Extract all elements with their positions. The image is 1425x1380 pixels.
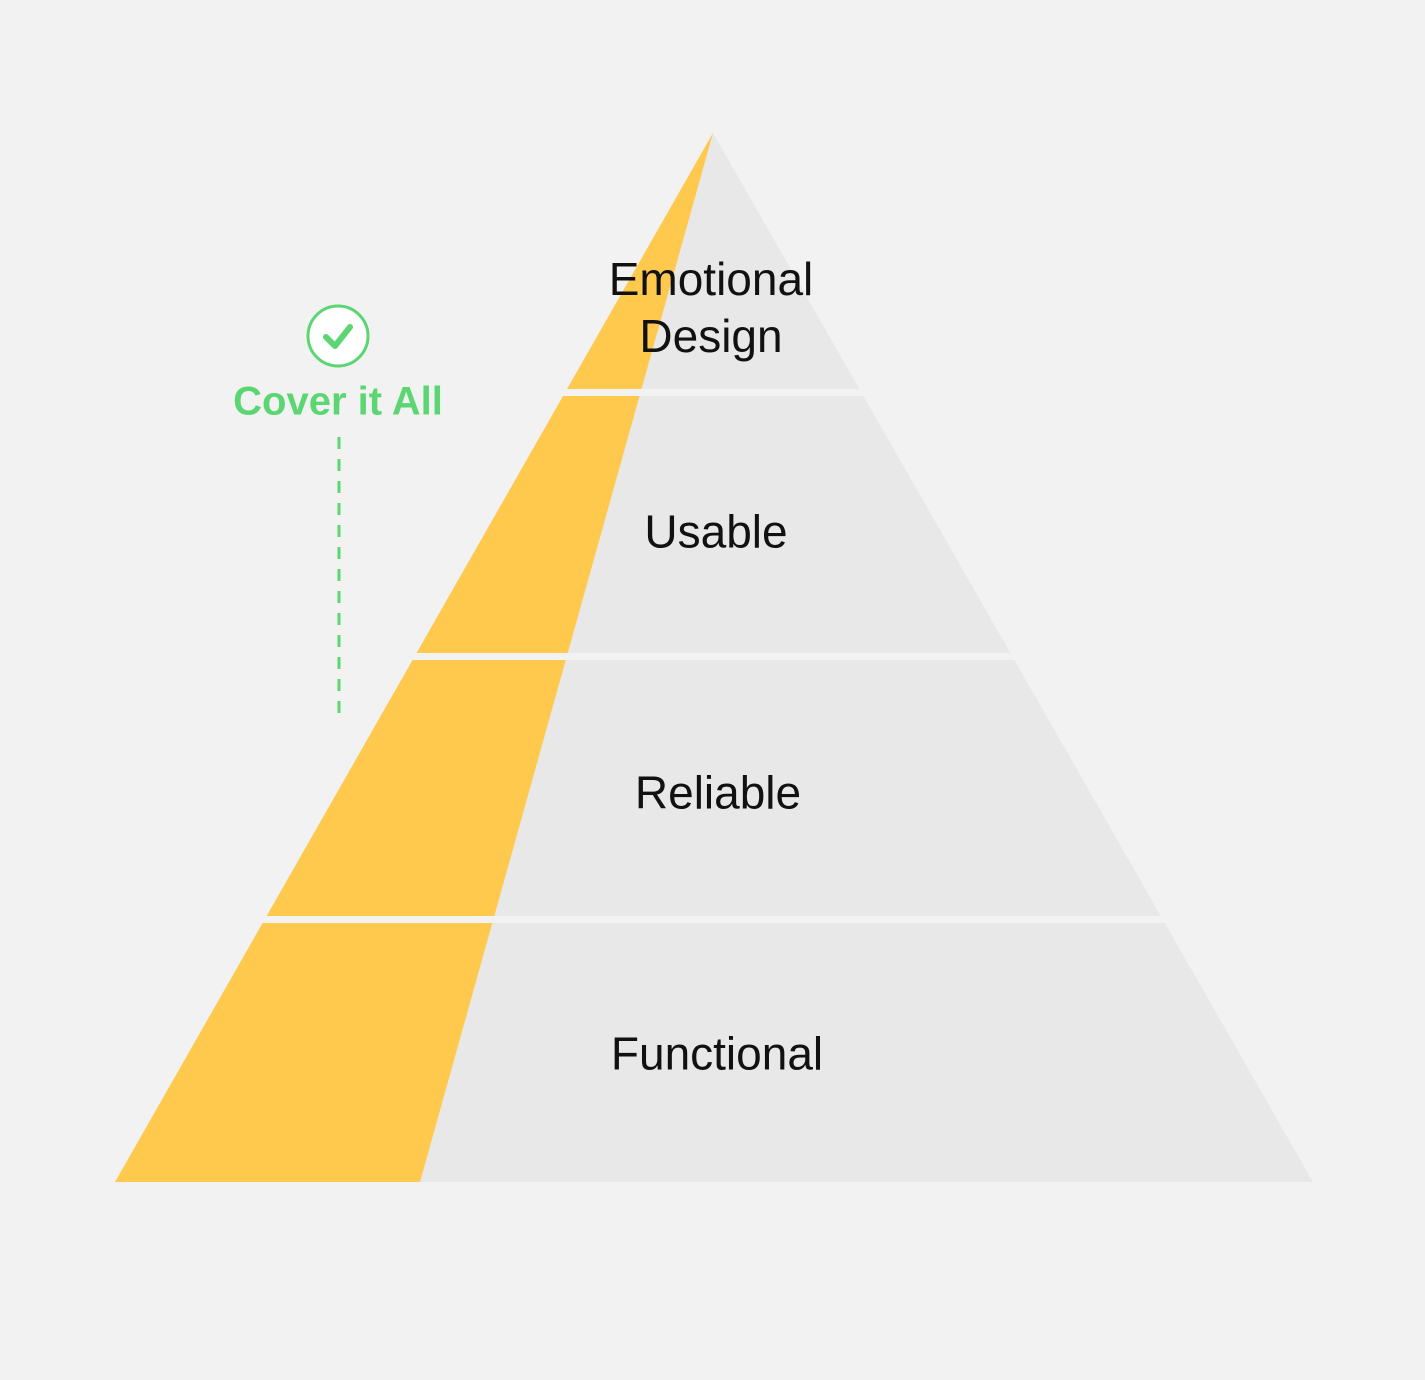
- highlight-emotional-design: [567, 133, 713, 389]
- check-circle-icon: [306, 304, 370, 368]
- layer-label-functional: Functional: [610, 1027, 824, 1080]
- check-mark-icon: [323, 324, 353, 349]
- highlight-reliable: [266, 660, 566, 916]
- layer-label-emotional-design: Emotional Design: [608, 253, 814, 362]
- highlight-functional: [115, 923, 493, 1182]
- cover-it-all-label: Cover it All: [233, 379, 443, 424]
- highlight-usable: [416, 396, 640, 653]
- layer-label-usable: Usable: [644, 505, 788, 558]
- layer-label-reliable: Reliable: [634, 766, 802, 819]
